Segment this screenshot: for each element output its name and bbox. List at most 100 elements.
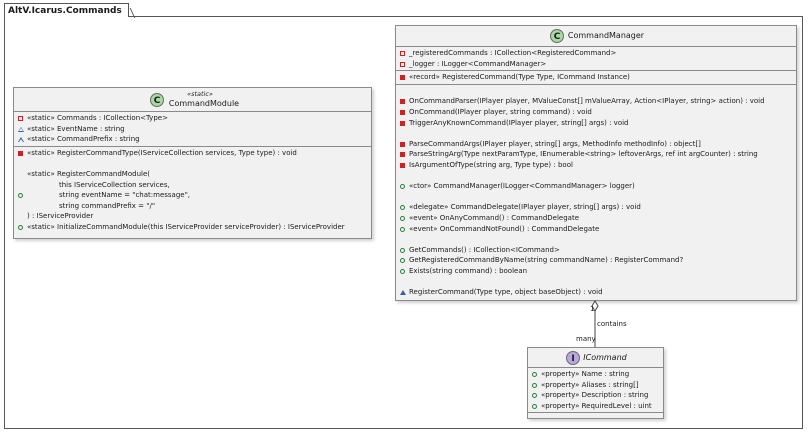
record-section: «record» RegisteredCommand(Type Type, IC… bbox=[396, 71, 796, 85]
fields-section: _registeredCommands : ICollection<Regist… bbox=[396, 47, 796, 72]
member-row: «static» EventName : string bbox=[14, 124, 371, 135]
member-text: GetRegisteredCommandByName(string comman… bbox=[409, 256, 684, 265]
member-row: Exists(string command) : boolean bbox=[396, 266, 796, 277]
public-method-icon bbox=[18, 224, 23, 230]
private-method-icon bbox=[18, 150, 23, 156]
member-text: Exists(string command) : boolean bbox=[409, 266, 528, 275]
class-command-module[interactable]: C «static» CommandModule «static» Comman… bbox=[13, 87, 372, 239]
interface-icommand[interactable]: I ICommand «property» Name : string«prop… bbox=[527, 347, 664, 419]
member-text: ParseCommandArgs(IPlayer player, string[… bbox=[409, 139, 701, 148]
member-text: «record» RegisteredCommand(Type Type, IC… bbox=[409, 73, 630, 82]
member-text: «property» Aliases : string[] bbox=[541, 380, 639, 389]
member-text: «static» EventName : string bbox=[27, 124, 125, 133]
member-row: TriggerAnyKnownCommand(IPlayer player, s… bbox=[396, 118, 796, 129]
member-text: «static» InitializeCommandModule(this IS… bbox=[27, 222, 345, 231]
member-row: _registeredCommands : ICollection<Regist… bbox=[396, 48, 796, 59]
member-text: «static» CommandPrefix : string bbox=[27, 135, 140, 144]
public-field-icon bbox=[532, 403, 537, 409]
member-row: «property» Aliases : string[] bbox=[528, 380, 663, 391]
member-row: string eventName = "chat:message", bbox=[14, 190, 371, 201]
member-text: IsArgumentOfType(string arg, Type type) … bbox=[409, 160, 573, 169]
protected-field-icon bbox=[18, 137, 24, 143]
member-text: string eventName = "chat:message", bbox=[59, 191, 191, 200]
member-row: _logger : ILogger<CommandManager> bbox=[396, 59, 796, 70]
member-row: GetRegisteredCommandByName(string comman… bbox=[396, 255, 796, 266]
class-header: I ICommand bbox=[528, 348, 663, 368]
public-field-icon bbox=[532, 393, 537, 399]
member-text: «property» Description : string bbox=[541, 391, 649, 400]
public-method-icon bbox=[18, 193, 23, 199]
private-method-icon bbox=[400, 162, 405, 168]
interface-i-icon: I bbox=[566, 351, 580, 365]
member-text: «static» Commands : ICollection<Type> bbox=[27, 114, 168, 122]
member-row: «ctor» CommandManager(ILogger<CommandMan… bbox=[396, 181, 796, 192]
member-row: string commandPrefix = "/" bbox=[14, 201, 371, 212]
class-name: CommandModule bbox=[168, 99, 240, 108]
member-row: «delegate» CommandDelegate(IPlayer playe… bbox=[396, 202, 796, 213]
member-row: GetCommands() : ICollection<ICommand> bbox=[396, 245, 796, 256]
methods-section: OnCommandParser(IPlayer player, MValueCo… bbox=[396, 85, 796, 299]
package-frame bbox=[4, 16, 803, 429]
public-method-icon bbox=[400, 226, 405, 232]
member-text: OnCommandParser(IPlayer player, MValueCo… bbox=[409, 97, 765, 106]
member-text: TriggerAnyKnownCommand(IPlayer player, s… bbox=[409, 118, 629, 127]
member-text: ) : IServiceProvider bbox=[27, 212, 94, 221]
member-text: string commandPrefix = "/" bbox=[59, 201, 156, 210]
class-header: C «static» CommandModule bbox=[14, 88, 371, 112]
member-row: «event» OnCommandNotFound() : CommandDel… bbox=[396, 224, 796, 235]
association-label: contains bbox=[597, 320, 627, 328]
member-text: «event» OnCommandNotFound() : CommandDel… bbox=[409, 224, 600, 233]
member-row: «static» RegisterCommandType(IServiceCol… bbox=[14, 148, 371, 159]
member-row: ParseStringArg(Type nextParamType, IEnum… bbox=[396, 149, 796, 160]
methods-section: «static» RegisterCommandType(IServiceCol… bbox=[14, 147, 371, 234]
member-text: OnCommand(IPlayer player, string command… bbox=[409, 107, 592, 116]
public-field-icon bbox=[532, 372, 537, 377]
member-row: OnCommand(IPlayer player, string command… bbox=[396, 107, 796, 118]
class-c-icon: C bbox=[150, 93, 164, 107]
member-row: this IServiceCollection services, bbox=[14, 180, 371, 191]
private-field-icon bbox=[18, 116, 23, 121]
class-name: CommandManager bbox=[567, 31, 645, 40]
fields-section: «property» Name : string«property» Alias… bbox=[528, 368, 663, 414]
private-field-icon bbox=[400, 61, 405, 67]
private-method-icon bbox=[400, 75, 405, 81]
private-method-icon bbox=[400, 141, 405, 147]
class-stereotype: «static» bbox=[187, 90, 213, 98]
member-row: «property» RequiredLevel : uint bbox=[528, 401, 663, 412]
member-text: «event» OnAnyCommand() : CommandDelegate bbox=[409, 213, 579, 222]
public-method-icon bbox=[400, 184, 405, 190]
public-method-icon bbox=[400, 205, 405, 211]
private-field-icon bbox=[400, 51, 405, 56]
member-text: «delegate» CommandDelegate(IPlayer playe… bbox=[409, 203, 641, 212]
member-text: «ctor» CommandManager(ILogger<CommandMan… bbox=[409, 182, 635, 191]
member-text: «static» RegisterCommandType(IServiceCol… bbox=[27, 148, 297, 157]
member-row: «event» OnAnyCommand() : CommandDelegate bbox=[396, 213, 796, 224]
member-row: ParseCommandArgs(IPlayer player, string[… bbox=[396, 139, 796, 150]
private-method-icon bbox=[400, 109, 405, 115]
member-text: «static» RegisterCommandModule( bbox=[27, 169, 150, 178]
member-row: «record» RegisteredCommand(Type Type, IC… bbox=[396, 72, 796, 83]
member-text: this IServiceCollection services, bbox=[59, 180, 170, 189]
member-row: IsArgumentOfType(string arg, Type type) … bbox=[396, 160, 796, 171]
member-text: RegisterCommand(Type type, object baseOb… bbox=[409, 288, 603, 297]
public-method-icon bbox=[400, 268, 405, 274]
public-method-icon bbox=[400, 247, 405, 253]
private-method-icon bbox=[400, 99, 405, 105]
member-text: ParseStringArg(Type nextParamType, IEnum… bbox=[409, 150, 758, 159]
class-header: C CommandManager bbox=[396, 26, 796, 47]
private-method-icon bbox=[400, 152, 405, 158]
interface-name: ICommand bbox=[583, 353, 627, 362]
member-row: «property» Description : string bbox=[528, 390, 663, 401]
package-tab: AltV.Icarus.Commands bbox=[4, 3, 129, 17]
public-method-icon bbox=[400, 215, 405, 221]
member-row: OnCommandParser(IPlayer player, MValueCo… bbox=[396, 96, 796, 107]
member-text: GetCommands() : ICollection<ICommand> bbox=[409, 245, 560, 254]
member-text: _logger : ILogger<CommandManager> bbox=[409, 59, 547, 68]
class-command-manager[interactable]: C CommandManager _registeredCommands : I… bbox=[395, 25, 797, 301]
class-c-icon: C bbox=[550, 29, 564, 43]
member-text: «property» RequiredLevel : uint bbox=[541, 401, 652, 410]
member-text: _registeredCommands : ICollection<Regist… bbox=[409, 49, 617, 57]
public-method-icon bbox=[400, 258, 405, 264]
member-row: ) : IServiceProvider bbox=[14, 211, 371, 222]
